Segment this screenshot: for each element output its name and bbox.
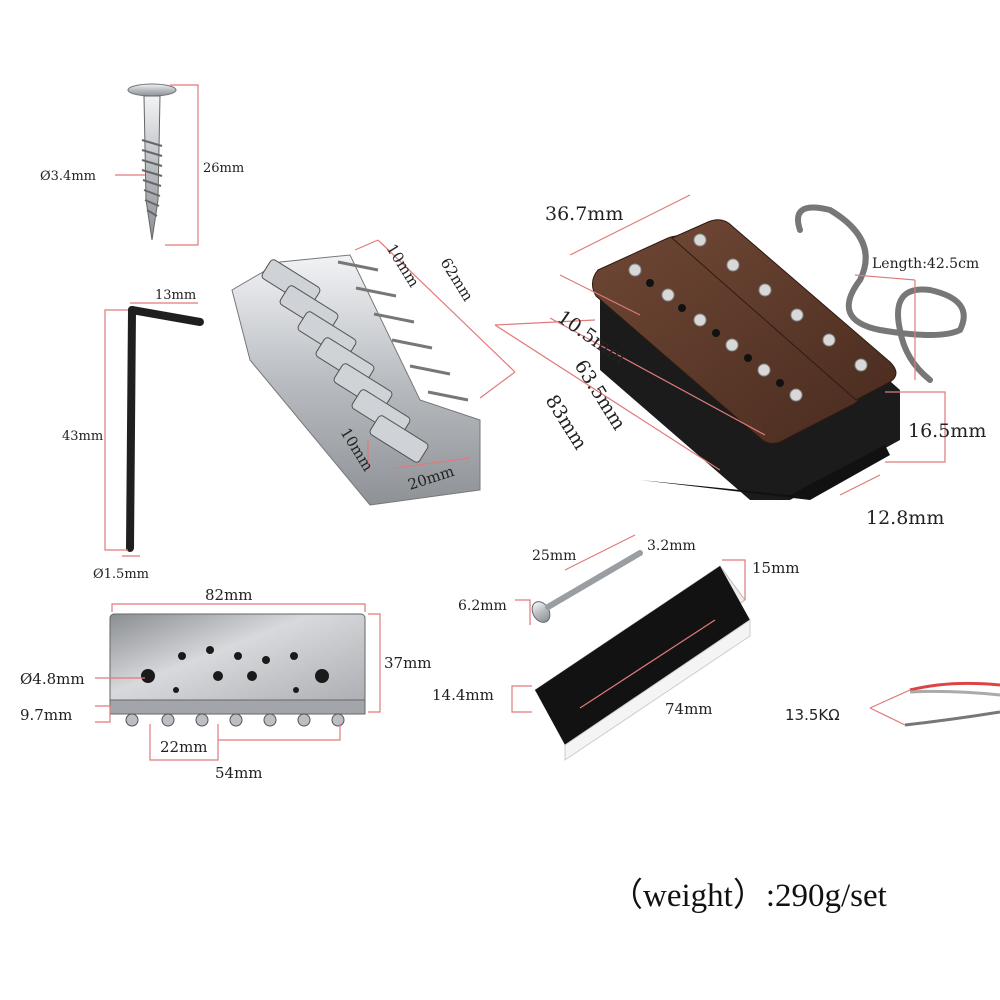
bridge [231,254,481,506]
label-bridge-saddle-width: 10mm [383,241,423,291]
humbucker-pickup [592,219,900,500]
pickup-cable [795,204,967,383]
label-baseplate-height: 37mm [384,654,432,672]
wood-screw [127,83,177,241]
label-foam-height: 14.4mm [432,686,494,704]
label-long-screw-length: 25mm [532,548,576,564]
label-wrench-width: 13mm [155,288,196,303]
label-resistance: 13.5KΩ [785,706,840,724]
weight-caption: （weight）:290g/set [610,878,887,914]
label-baseplate-width: 82mm [205,586,253,604]
label-screw-length: 26mm [203,161,244,176]
long-screw [531,550,643,623]
bridge-dimension-lines [354,239,516,470]
resistance-dimension-lines [869,689,911,726]
baseplate-dimension-lines [95,603,381,761]
label-baseplate-spacing: 22mm [160,738,208,756]
screw-dimension-lines [115,84,199,246]
label-baseplate-thickness: 9.7mm [20,706,72,724]
foam-dimension-lines [511,559,746,713]
hex-wrench [126,306,204,552]
label-pickup-total: 83mm [541,391,592,454]
label-long-screw-diameter: 3.2mm [647,538,696,554]
label-pickup-tab: 12.8mm [866,507,944,529]
label-wrench-diameter: Ø1.5mm [93,567,149,582]
pickup-dimension-lines [494,194,946,496]
bridge-baseplate [109,613,366,727]
label-long-screw-head: 6.2mm [458,598,507,614]
long-screw-dimension-lines [515,534,636,625]
label-bridge-length: 62mm [437,255,477,305]
wrench-dimension-lines [104,302,198,557]
label-pickup-width: 36.7mm [545,203,623,225]
label-baseplate-span: 54mm [215,764,263,782]
label-foam-depth: 15mm [752,559,800,577]
label-wrench-length: 43mm [62,429,103,444]
label-screw-diameter: Ø3.4mm [40,169,96,184]
label-baseplate-hole: Ø4.8mm [20,670,85,688]
lead-wire [904,681,1000,727]
label-cable-length: Length:42.5cm [872,256,979,272]
foam-pad [534,565,751,761]
label-foam-length: 74mm [665,700,713,718]
label-pickup-height: 16.5mm [908,420,986,442]
